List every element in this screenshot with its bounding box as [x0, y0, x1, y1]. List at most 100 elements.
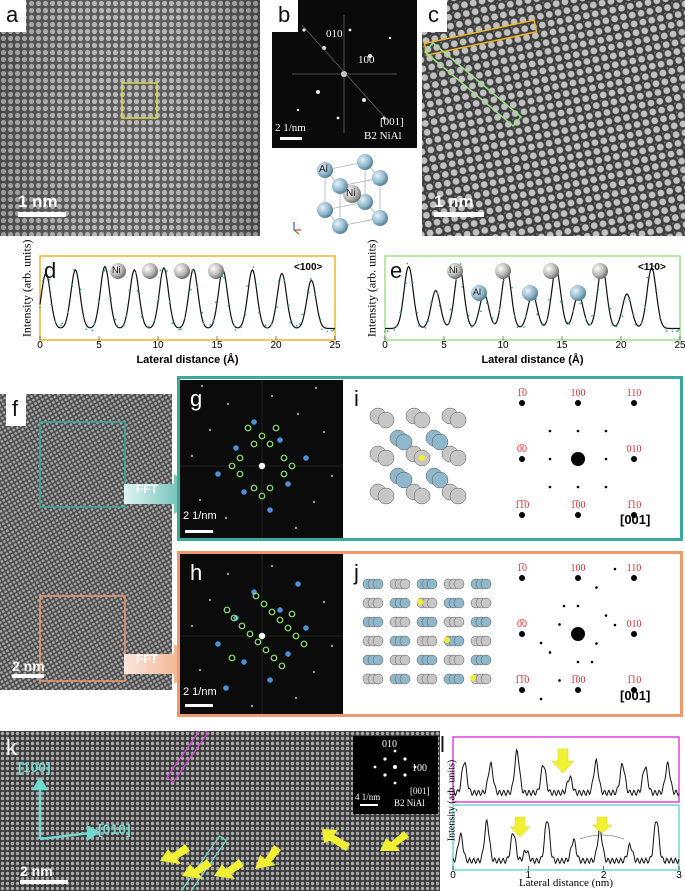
profile-dot: [473, 324, 476, 326]
profile-dot: [622, 299, 625, 301]
profile-dot: [579, 302, 582, 305]
profile-dot: [73, 268, 75, 271]
panel-k-inset-010: 010: [382, 739, 397, 750]
profile-dot: [212, 319, 215, 322]
fft-fundamental-spot: [303, 455, 309, 461]
profile-dot: [214, 301, 217, 304]
panel-e-axis: [384, 336, 681, 340]
panel-d-ni-label: Ni: [112, 265, 121, 275]
model-atom: [372, 578, 384, 590]
fft-spot: [322, 600, 326, 604]
profile-dot: [459, 263, 462, 265]
profile-dot: [525, 315, 527, 318]
diffraction-label: 0̅0: [517, 619, 527, 630]
profile-dot: [653, 265, 655, 268]
profile-dot: [48, 278, 51, 281]
profile-dot: [646, 276, 649, 279]
x-tick-label: 15: [556, 340, 568, 351]
profile-dot: [240, 326, 242, 329]
diffraction-label: 010: [627, 619, 642, 630]
x-tick-label: 1: [525, 870, 532, 881]
model-atom: [426, 616, 438, 628]
profile-dot: [276, 306, 279, 308]
model-vacancy-marker: [417, 599, 423, 605]
profile-dot: [223, 276, 226, 279]
profile-dot: [209, 323, 212, 326]
diffraction-label: 1̅1̅0: [515, 500, 530, 511]
model-atom: [480, 654, 492, 666]
profile-dot: [546, 319, 549, 321]
panel-k-dir-010: [010]: [98, 821, 131, 837]
profile-dot: [332, 329, 335, 331]
profile-dot: [449, 308, 452, 311]
profile-dot: [93, 323, 96, 325]
model-atom: [372, 635, 384, 647]
profile-dot: [289, 321, 292, 324]
diffraction-label: 100: [571, 388, 586, 399]
profile-dot: [384, 330, 386, 333]
panel-l-curve-top: [452, 748, 680, 797]
fft-fundamental-spot: [241, 659, 247, 665]
panel-a-scale-label: 1 nm: [18, 192, 58, 211]
profile-dot: [39, 306, 41, 309]
model-atom: [399, 597, 411, 609]
panel-b-al-label: Al: [319, 164, 328, 175]
x-tick-label: 2: [600, 870, 607, 881]
profile-dot: [418, 325, 420, 327]
panel-b-spot-010: 010: [326, 28, 343, 40]
profile-dot: [480, 310, 482, 313]
panel-b-phase: B2 NiAl: [364, 130, 402, 142]
panel-e-atoms: [447, 263, 608, 301]
profile-dot: [169, 300, 171, 303]
panel-d-axis: [39, 336, 336, 340]
profile-dot: [67, 311, 69, 314]
fft-superlattice-ring: [280, 454, 288, 462]
profile-dot: [395, 325, 397, 328]
fft-superlattice-ring: [260, 600, 268, 608]
x-tick-label: 0: [382, 340, 388, 351]
x-tick-label: 3: [676, 870, 682, 881]
diffraction-center: [571, 452, 585, 466]
fft-spot: [314, 386, 318, 390]
model-atom: [453, 673, 465, 685]
x-tick-label: 10: [152, 340, 164, 351]
panel-b-letter: b: [272, 0, 299, 32]
profile-dot: [448, 322, 451, 325]
panel-e-letter: e: [390, 258, 403, 283]
profile-dot: [671, 330, 674, 333]
profile-dot: [227, 305, 230, 307]
diffraction-label: 1̅0: [517, 563, 527, 574]
panel-k-inset-100: 100: [412, 763, 427, 774]
fft-superlattice-ring: [258, 432, 266, 440]
fft-spot: [270, 394, 274, 398]
panel-b-unit-cell: Al Ni: [280, 152, 420, 236]
profile-dot: [611, 324, 614, 326]
fft-superlattice-ring: [252, 592, 260, 600]
model-atom: [399, 578, 411, 590]
diffraction-super-spot: [595, 642, 598, 645]
fft-spot: [296, 412, 300, 416]
diffraction-super-spot: [558, 679, 561, 682]
profile-dot: [116, 324, 119, 327]
diffraction-super-spot: [548, 485, 552, 489]
diffraction-spot: [519, 400, 525, 406]
profile-dot: [258, 311, 260, 314]
diffraction-super-spot: [539, 697, 543, 701]
profile-dot: [511, 286, 513, 289]
profile-dot: [71, 285, 74, 288]
fft-superlattice-ring: [270, 654, 278, 662]
x-tick-label: 25: [674, 340, 685, 351]
fft-fundamental-spot: [233, 615, 239, 621]
panel-l-xlabel: Lateral distance (nm): [518, 877, 614, 889]
diffraction-super-spot: [548, 429, 552, 433]
profile-dot: [621, 315, 624, 318]
x-tick-label: 0: [450, 870, 456, 881]
diffraction-label: 100: [571, 563, 586, 574]
x-tick-label: 25: [329, 340, 341, 351]
profile-dot: [82, 316, 85, 319]
profile-dot: [436, 292, 439, 295]
fft-spot: [330, 644, 334, 648]
fft-spot: [294, 696, 298, 700]
fft-superlattice-ring: [268, 608, 276, 616]
profile-dot: [287, 304, 290, 307]
